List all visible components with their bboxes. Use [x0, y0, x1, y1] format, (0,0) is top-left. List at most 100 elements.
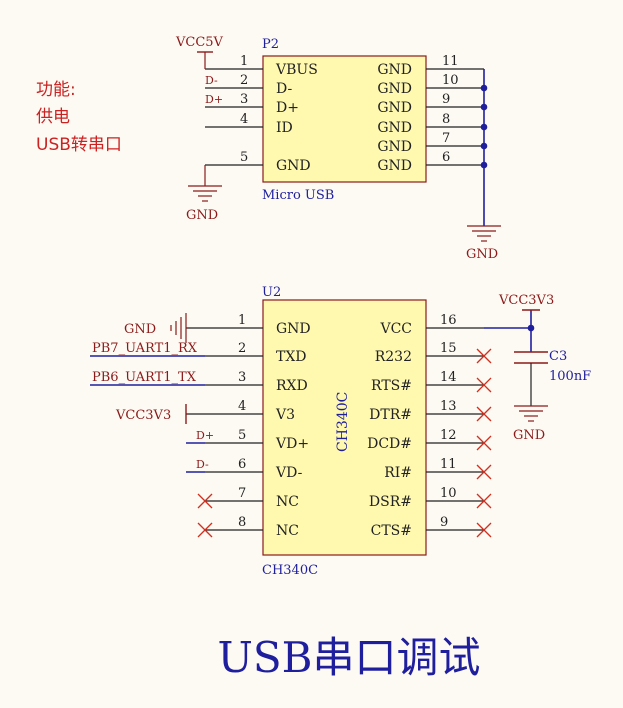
uart-wires: PB7_UART1_RX PB6_UART1_TX	[90, 341, 205, 386]
p2-pin-label: GND	[377, 62, 412, 78]
net-label-uart-tx: PB6_UART1_TX	[92, 370, 197, 385]
p2-pin-label: GND	[276, 158, 311, 174]
u2-pin-label: RTS#	[371, 378, 412, 394]
u2-vcc3v3-port: VCC3V3	[115, 404, 187, 424]
net-label-d-plus: D+	[205, 93, 223, 106]
p2-right-pin-labels: GND GND GND GND GND GND	[377, 62, 412, 174]
p2-name: Micro USB	[262, 188, 334, 203]
p2-gnd-label-left: GND	[186, 208, 218, 223]
junction-dot	[480, 84, 488, 92]
u2-net-label-d-minus: D-	[196, 458, 209, 471]
p2-pin-num: 11	[442, 54, 459, 69]
u2-pin-num: 8	[238, 515, 246, 530]
no-connect-mark	[476, 522, 492, 538]
u2-pin-num: 9	[440, 515, 448, 530]
p2-gnd-port-left	[188, 165, 222, 202]
u2-pin-label: VD+	[275, 436, 309, 452]
u2-pin-label: TXD	[276, 349, 307, 365]
note-heading: 功能:	[36, 80, 76, 100]
p2-pin-num: 1	[240, 54, 248, 69]
u2-vcc3v3-label: VCC3V3	[115, 408, 171, 423]
u2-pin-label: VCC	[379, 321, 412, 337]
p2-pin-label: GND	[377, 81, 412, 97]
u2-pin-num: 13	[440, 399, 457, 414]
junction-dot	[480, 123, 488, 131]
p2-pin-label: GND	[377, 100, 412, 116]
u2-pin-num: 6	[238, 457, 246, 472]
c3-vcc-label: VCC3V3	[498, 293, 554, 308]
net-label-d-minus: D-	[205, 74, 218, 87]
no-connect-mark	[197, 493, 213, 509]
no-connect-mark	[476, 464, 492, 480]
u2-right-pin-numbers: 16 15 14 13 12 11 10 9	[440, 313, 457, 530]
p2-pin-num: 10	[442, 73, 459, 88]
u2-pin-num: 14	[440, 370, 457, 385]
u2-gnd-port-pin1	[170, 313, 187, 343]
u2-pin-label: RXD	[276, 378, 308, 394]
p2-body	[262, 55, 427, 183]
u2-net-label-d-plus: D+	[196, 429, 214, 442]
no-connect-mark	[197, 522, 213, 538]
p2-gnd-port-right	[467, 225, 501, 242]
u2-left-pin-labels: GND TXD RXD V3 VD+ VD- NC NC	[275, 321, 311, 539]
p2-left-pin-numbers: 1 2 3 4 5	[240, 54, 248, 165]
p2-pin-label: ID	[276, 120, 293, 136]
p2-pin-num: 6	[442, 150, 450, 165]
u2-pin-num: 2	[238, 341, 246, 356]
p2-micro-usb: P2 Micro USB 1 2 3 4 5 VBUS D- D+ ID GND…	[175, 35, 501, 262]
u2-body-label: CH340C	[335, 392, 351, 452]
u2-right-pin-labels: VCC R232 RTS# DTR# DCD# RI# DSR# CTS#	[367, 321, 412, 539]
u2-gnd-label-pin1: GND	[124, 322, 156, 337]
u2-pin-label: RI#	[384, 465, 412, 481]
u2-name: CH340C	[262, 563, 318, 578]
u2-pin-num: 4	[238, 399, 246, 414]
u2-pin-num: 7	[238, 486, 246, 501]
junction-dot	[527, 324, 535, 332]
p2-pin-label: GND	[377, 158, 412, 174]
u2-left-pin-numbers: 1 2 3 4 5 6 7 8	[238, 313, 246, 530]
u2-pin-label: VD-	[275, 465, 303, 481]
u2-pin-num: 11	[440, 457, 457, 472]
junction-dot	[480, 142, 488, 150]
no-connect-mark	[476, 493, 492, 509]
u2-pin-label: NC	[276, 523, 299, 539]
c3-capacitor: VCC3V3 C3 100nF GND	[484, 293, 591, 443]
u2-no-connect-right	[476, 348, 492, 538]
p2-pin-num: 9	[442, 92, 450, 107]
p2-pin-num: 7	[442, 131, 450, 146]
note-line-power: 供电	[36, 107, 70, 127]
p2-right-pin-numbers: 11 10 9 8 7 6	[442, 54, 459, 165]
u2-pin-num: 15	[440, 341, 457, 356]
c3-value: 100nF	[549, 369, 591, 384]
no-connect-mark	[476, 435, 492, 451]
p2-pin-label: VBUS	[275, 62, 318, 78]
u2-designator: U2	[262, 285, 281, 300]
p2-pin-label: D-	[276, 81, 292, 97]
u2-ch340c: U2 CH340C CH340C 1 2 3 4 5 6 7 8 GND TXD	[90, 285, 492, 578]
p2-gnd-label-right: GND	[466, 247, 498, 262]
p2-left-pin-lines	[205, 68, 263, 166]
u2-left-pin-lines	[186, 327, 263, 531]
u2-pin-label: CTS#	[371, 523, 412, 539]
c3-gnd-port	[514, 405, 548, 422]
u2-body	[262, 299, 427, 556]
function-note: 功能: 供电 USB转串口	[36, 80, 122, 155]
no-connect-mark	[476, 406, 492, 422]
p2-left-pin-labels: VBUS D- D+ ID GND	[275, 62, 318, 174]
no-connect-mark	[476, 377, 492, 393]
p2-pin-num: 5	[240, 150, 248, 165]
p2-pin-label: GND	[377, 139, 412, 155]
u2-pin-label: V3	[275, 407, 295, 423]
u2-pin-label: NC	[276, 494, 299, 510]
note-line-usb-serial: USB转串口	[36, 135, 122, 155]
vcc5v-label: VCC5V	[175, 35, 224, 50]
p2-net-labels: D- D+	[205, 74, 223, 106]
net-label-uart-rx: PB7_UART1_RX	[92, 341, 198, 356]
p2-right-pin-lines	[426, 68, 484, 166]
u2-pin-num: 1	[238, 313, 246, 328]
p2-designator: P2	[262, 37, 279, 52]
u2-pin-num: 10	[440, 486, 457, 501]
u2-right-pin-lines	[426, 327, 484, 531]
